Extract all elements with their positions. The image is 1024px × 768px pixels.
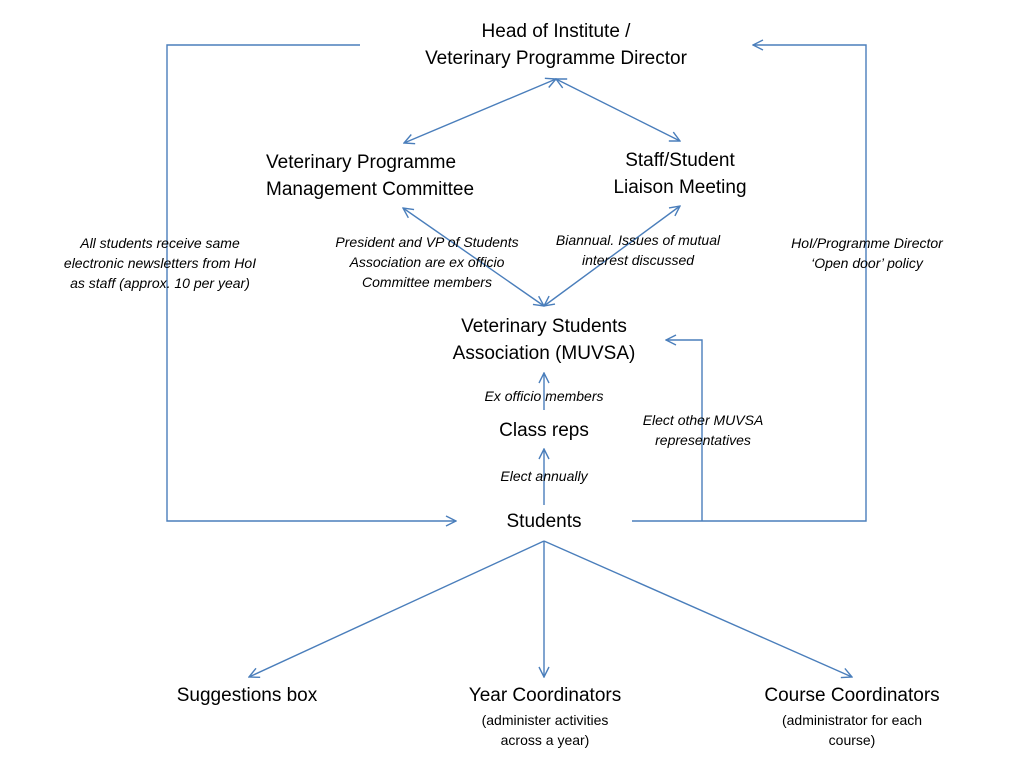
course-desc-line-1: (administrator for each xyxy=(781,712,923,728)
open-door-line-2: ‘Open door’ policy xyxy=(811,255,923,271)
node-class-reps: Class reps xyxy=(499,420,589,441)
head-line-2: Veterinary Programme Director xyxy=(425,48,687,69)
node-year-coordinators: Year Coordinators xyxy=(468,685,622,706)
newsletters-line-3: as staff (approx. 10 per year) xyxy=(70,275,250,291)
president-vp-line-1: President and VP of Students xyxy=(335,234,519,250)
note-newsletters: All students receive same electronic new… xyxy=(40,233,280,293)
open-door-line-1: HoI/Programme Director xyxy=(791,235,943,251)
head-line-1: Head of Institute / xyxy=(481,21,631,42)
newsletters-line-2: electronic newsletters from HoI xyxy=(63,255,257,271)
elect-other-line-1: Elect other MUVSA xyxy=(642,412,764,428)
elect-other-line-2: representatives xyxy=(655,432,751,448)
sslm-line-1: Staff/Student xyxy=(625,150,735,171)
arrow-sslm-muvsa xyxy=(544,206,680,306)
sslm-line-2: Liaison Meeting xyxy=(613,177,747,198)
note-elect-annually: Elect annually xyxy=(500,468,588,484)
course-coordinators-desc: (administrator for each course) xyxy=(742,710,962,750)
vpmc-line-2: Management Committee xyxy=(266,179,475,200)
arrow-students-suggestions xyxy=(249,540,545,677)
node-suggestions-box: Suggestions box xyxy=(176,685,318,706)
arrow-vpmc-muvsa xyxy=(403,208,544,306)
note-ex-officio: Ex officio members xyxy=(484,388,604,404)
node-sslm: Staff/Student Liaison Meeting xyxy=(580,147,780,201)
node-head-of-institute: Head of Institute / Veterinary Programme… xyxy=(380,18,732,72)
biannual-line-2: interest discussed xyxy=(581,252,695,268)
note-president-vp: President and VP of Students Association… xyxy=(317,232,537,292)
year-desc-line-2: across a year) xyxy=(500,732,590,748)
node-students: Students xyxy=(506,511,582,532)
course-desc-line-2: course) xyxy=(828,732,876,748)
note-elect-other: Elect other MUVSA representatives xyxy=(618,410,788,450)
arrow-students-course xyxy=(543,540,852,677)
year-desc-line-1: (administer activities xyxy=(481,712,609,728)
muvsa-line-2: Association (MUVSA) xyxy=(452,343,636,364)
president-vp-line-2: Association are ex officio xyxy=(349,254,505,270)
arrow-head-students-loop xyxy=(166,44,456,521)
newsletters-line-1: All students receive same xyxy=(80,235,240,251)
president-vp-line-3: Committee members xyxy=(362,274,492,290)
arrow-students-muvsa xyxy=(666,340,703,521)
arrow-students-head-loop xyxy=(632,45,867,522)
biannual-line-1: Biannual. Issues of mutual xyxy=(555,232,721,248)
arrow-head-sslm xyxy=(556,79,680,141)
node-muvsa: Veterinary Students Association (MUVSA) xyxy=(424,313,664,367)
vpmc-line-1: Veterinary Programme xyxy=(266,152,457,173)
muvsa-line-1: Veterinary Students xyxy=(461,316,627,337)
node-course-coordinators: Course Coordinators xyxy=(764,685,940,706)
note-biannual: Biannual. Issues of mutual interest disc… xyxy=(538,230,738,270)
note-open-door: HoI/Programme Director ‘Open door’ polic… xyxy=(767,233,967,273)
year-coordinators-desc: (administer activities across a year) xyxy=(440,710,650,750)
arrow-head-vpmc xyxy=(404,79,556,143)
node-vpmc: Veterinary Programme Management Committe… xyxy=(266,149,528,203)
